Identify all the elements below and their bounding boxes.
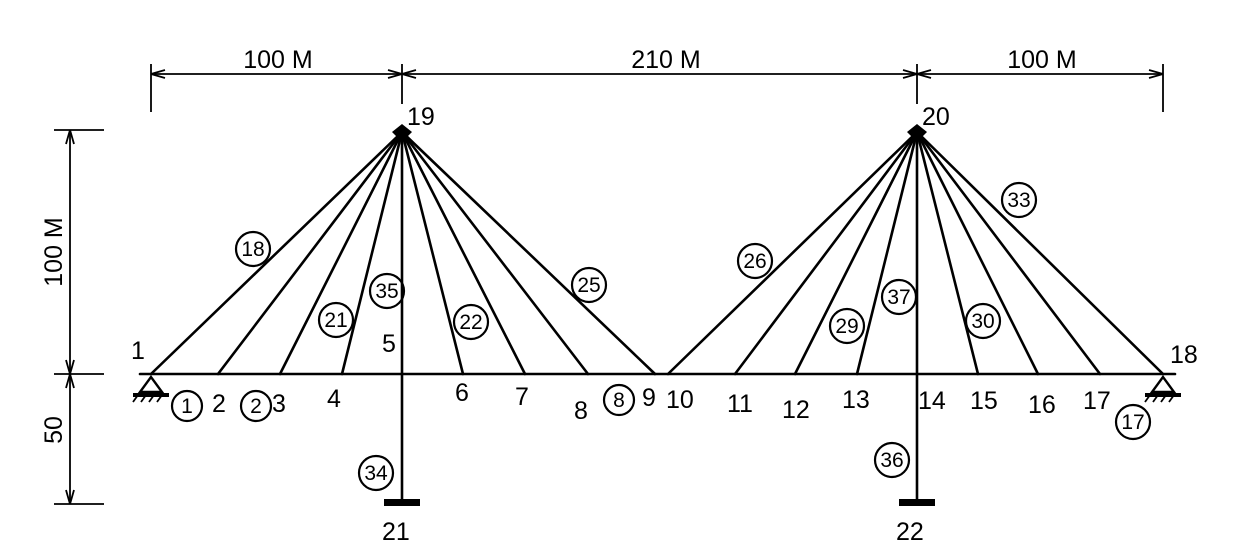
svg-text:33: 33	[1007, 189, 1030, 212]
left-cable-fan	[149, 130, 657, 376]
member-label-21: 21	[317, 301, 355, 339]
node-labels: 1 2 3 4 5 6 7 8 9 10 11 12 13 14 15 16 1…	[131, 103, 1198, 546]
member-label-2: 2	[239, 389, 273, 423]
dim-left-lower-label: 50	[40, 416, 68, 444]
node-label-18: 18	[1170, 341, 1198, 369]
member-label-34: 34	[357, 454, 395, 492]
svg-text:35: 35	[375, 280, 398, 303]
svg-text:26: 26	[743, 250, 766, 273]
node-label-15: 15	[970, 387, 998, 415]
svg-text:22: 22	[459, 311, 482, 334]
node-label-13: 13	[842, 386, 870, 414]
node-label-10: 10	[666, 386, 694, 414]
node-label-1: 1	[131, 337, 145, 365]
member-label-36: 36	[873, 441, 911, 479]
member-label-33: 33	[1000, 181, 1038, 219]
svg-text:36: 36	[880, 449, 903, 472]
svg-text:21: 21	[324, 309, 347, 332]
node-label-14: 14	[918, 387, 946, 415]
node-label-6: 6	[455, 379, 469, 407]
member-label-22: 22	[452, 303, 490, 341]
svg-text:25: 25	[577, 274, 600, 297]
node-label-4: 4	[327, 385, 341, 413]
member-label-30: 30	[964, 302, 1002, 340]
member-label-17: 17	[1114, 403, 1152, 441]
svg-text:29: 29	[835, 315, 858, 338]
dim-top-right-label: 100 M	[1007, 46, 1076, 74]
node-label-2: 2	[212, 390, 226, 418]
svg-text:17: 17	[1121, 411, 1144, 434]
dim-top-middle-label: 210 M	[631, 46, 700, 74]
node-label-21: 21	[382, 518, 410, 546]
svg-text:30: 30	[971, 310, 994, 333]
fixed-base-left	[384, 499, 420, 506]
dim-left-upper-label: 100 M	[40, 217, 68, 286]
svg-text:8: 8	[613, 389, 625, 412]
member-labels: 1 2 8 17 18 21 35 22	[170, 181, 1152, 492]
node-label-3: 3	[272, 390, 286, 418]
member-label-29: 29	[828, 307, 866, 345]
node-label-16: 16	[1028, 391, 1056, 419]
fixed-base-right	[899, 499, 935, 506]
node-label-11: 11	[727, 390, 753, 418]
svg-text:2: 2	[250, 395, 262, 418]
svg-text:37: 37	[887, 286, 910, 309]
node-label-20: 20	[922, 103, 950, 131]
node-label-9: 9	[642, 384, 656, 412]
dim-top-left-label: 100 M	[243, 46, 312, 74]
node-label-12: 12	[782, 396, 810, 424]
svg-text:1: 1	[181, 395, 193, 418]
svg-text:34: 34	[364, 462, 388, 485]
member-label-8: 8	[602, 383, 636, 417]
node-label-7: 7	[515, 383, 529, 411]
pin-support-right	[1144, 374, 1181, 403]
pin-support-left	[132, 374, 169, 403]
member-label-25: 25	[570, 266, 608, 304]
member-label-18: 18	[234, 230, 272, 268]
node-label-17: 17	[1083, 387, 1111, 415]
svg-text:18: 18	[241, 238, 264, 261]
member-label-35: 35	[368, 272, 406, 310]
member-label-26: 26	[736, 242, 774, 280]
right-cable-fan	[666, 130, 1165, 376]
node-label-5: 5	[382, 330, 396, 358]
node-label-8: 8	[574, 397, 588, 425]
member-label-1: 1	[170, 389, 204, 423]
node-label-19: 19	[407, 103, 435, 131]
node-label-22: 22	[896, 518, 924, 546]
left-dimension: 100 M 50	[40, 129, 104, 505]
top-dimension: 100 M 210 M 100 M	[150, 46, 1164, 112]
member-label-37: 37	[880, 278, 918, 316]
